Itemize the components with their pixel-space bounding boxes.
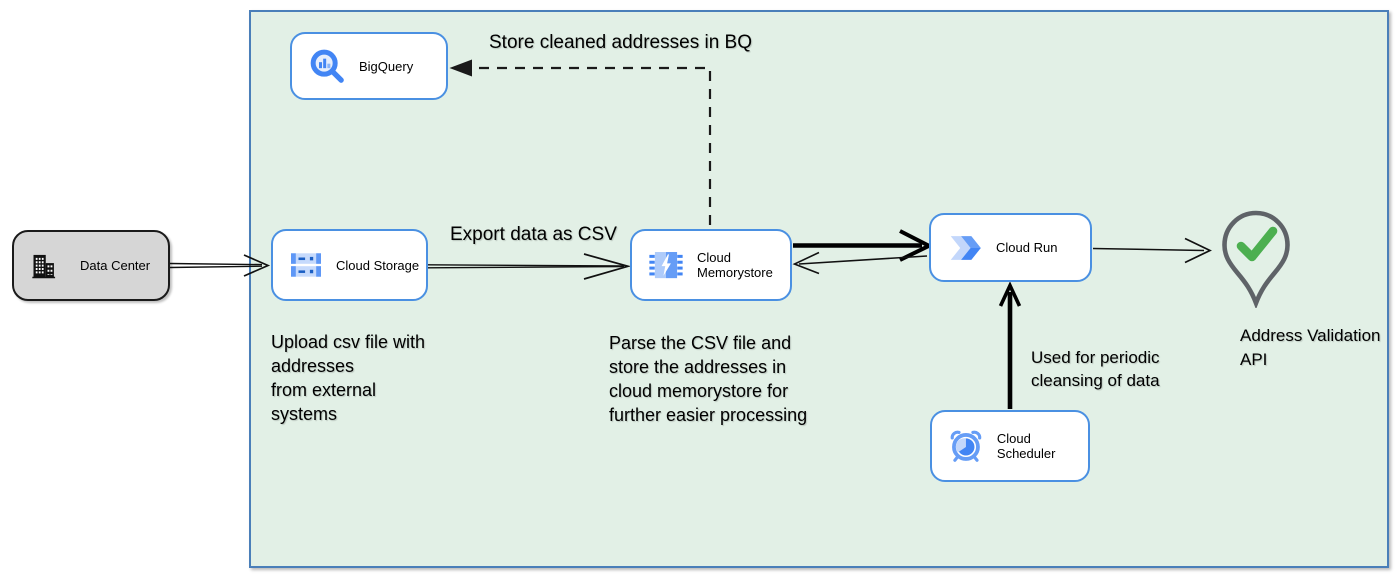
note-parse-csv: Parse the CSV file and store the address… [609,333,808,425]
node-cloud-memorystore[interactable]: Cloud Memorystore [630,229,792,301]
node-data-center[interactable]: Data Center [12,230,170,301]
bigquery-icon [310,49,344,83]
label-export-csv: Export data as CSV [450,224,617,245]
address-validation-pin[interactable] [1220,208,1292,310]
gcp-boundary-container[interactable] [249,10,1389,568]
map-pin-check-icon [1222,210,1290,310]
label-store-in-bq: Store cleaned addresses in BQ [489,32,752,53]
cloud-scheduler-icon [950,430,982,462]
node-label: Cloud Run [996,240,1058,255]
note-upload-csv: Upload csv file with addresses from exte… [271,332,426,424]
node-label: Data Center [80,258,151,273]
node-bigquery[interactable]: BigQuery [290,32,448,100]
node-label: BigQuery [359,58,414,74]
node-cloud-storage[interactable]: Cloud Storage [271,229,428,301]
address-validation-label: Address Validation API [1240,326,1381,369]
node-cloud-scheduler[interactable]: Cloud Scheduler [930,410,1090,482]
node-cloud-run[interactable]: Cloud Run [929,213,1092,282]
node-label: Cloud Scheduler [996,431,1056,461]
building-icon [32,254,56,278]
cloud-memorystore-icon [649,252,683,279]
node-label: Cloud Memorystore [697,250,773,280]
node-label: Cloud Storage [336,257,420,273]
cloud-storage-icon [291,253,321,277]
cloud-run-icon [950,235,981,260]
label-periodic-cleansing: Used for periodic cleansing of data [1031,348,1160,390]
